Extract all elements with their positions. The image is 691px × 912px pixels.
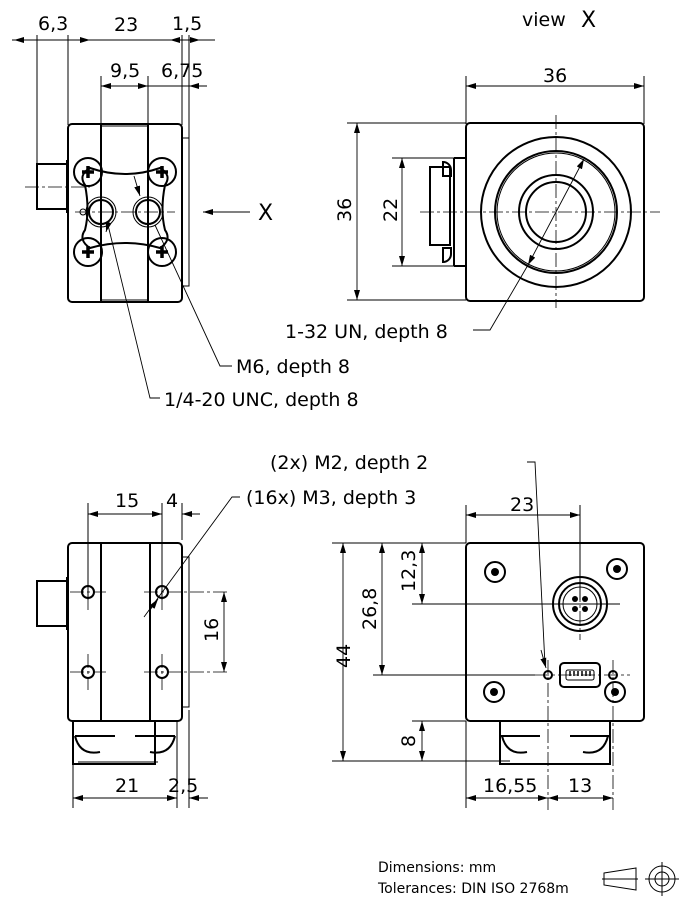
note-dimensions: Dimensions: mm — [378, 860, 496, 876]
dim-12-3: 12,3 — [398, 550, 420, 592]
mounting-hole-icon — [144, 574, 230, 610]
dim-22: 22 — [380, 198, 402, 222]
dim-6-75: 6,75 — [161, 60, 203, 82]
mounting-hole-icon — [70, 574, 106, 610]
screw-icon — [483, 681, 505, 703]
front-view-view-x: view X 36 36 22 1-32 UN, depth — [285, 8, 660, 343]
drawing-notes: Dimensions: mm Tolerances: DIN ISO 2768m — [377, 860, 679, 897]
dim-9-5: 9,5 — [110, 60, 140, 82]
dim-44: 44 — [333, 644, 355, 668]
dim-13: 13 — [568, 775, 592, 797]
callout-unc: 1/4-20 UNC, depth 8 — [164, 389, 359, 411]
screw-icon — [73, 157, 103, 187]
dim-16-55: 16,55 — [483, 775, 537, 797]
note-tolerances: Tolerances: DIN ISO 2768m — [377, 881, 569, 897]
dim-36-height: 36 — [334, 198, 356, 222]
screw-icon — [604, 681, 626, 703]
callout-m3: (16x) M3, depth 3 — [246, 487, 416, 509]
rear-view-bottom-right: 23 44 26,8 12,3 — [270, 452, 645, 810]
dim-15: 15 — [115, 490, 139, 512]
first-angle-projection-icon — [602, 862, 679, 896]
dim-1-5: 1,5 — [172, 13, 202, 35]
callout-m2: (2x) M2, depth 2 — [270, 452, 428, 474]
dim-36-width: 36 — [543, 65, 567, 87]
dim-8: 8 — [398, 735, 420, 747]
view-label: view — [522, 9, 566, 31]
screw-icon — [73, 237, 103, 267]
side-view-bottom-left: 15 4 16 — [36, 487, 416, 808]
dim-6-3: 6,3 — [38, 13, 68, 35]
callout-m6: M6, depth 8 — [236, 356, 350, 378]
dim-4: 4 — [166, 490, 178, 512]
dim-23-rear: 23 — [510, 494, 534, 516]
dim-16: 16 — [201, 618, 223, 642]
callout-1-32-un: 1-32 UN, depth 8 — [285, 321, 448, 343]
mounting-hole-icon — [70, 654, 106, 690]
screw-icon — [606, 558, 628, 580]
dim-23-top: 23 — [114, 14, 138, 36]
view-arrow-label: X — [258, 201, 273, 226]
dim-21: 21 — [115, 775, 139, 797]
view-letter: X — [581, 8, 596, 33]
dim-26-8: 26,8 — [359, 588, 381, 630]
side-view-top-left: 6,3 23 1,5 9,5 6,75 — [12, 13, 359, 411]
dim-2-5: 2,5 — [168, 775, 198, 797]
round-connector-icon — [540, 565, 620, 640]
screw-icon — [147, 237, 177, 267]
screw-icon — [147, 157, 177, 187]
mounting-hole-icon — [144, 654, 230, 690]
screw-icon — [484, 561, 506, 583]
